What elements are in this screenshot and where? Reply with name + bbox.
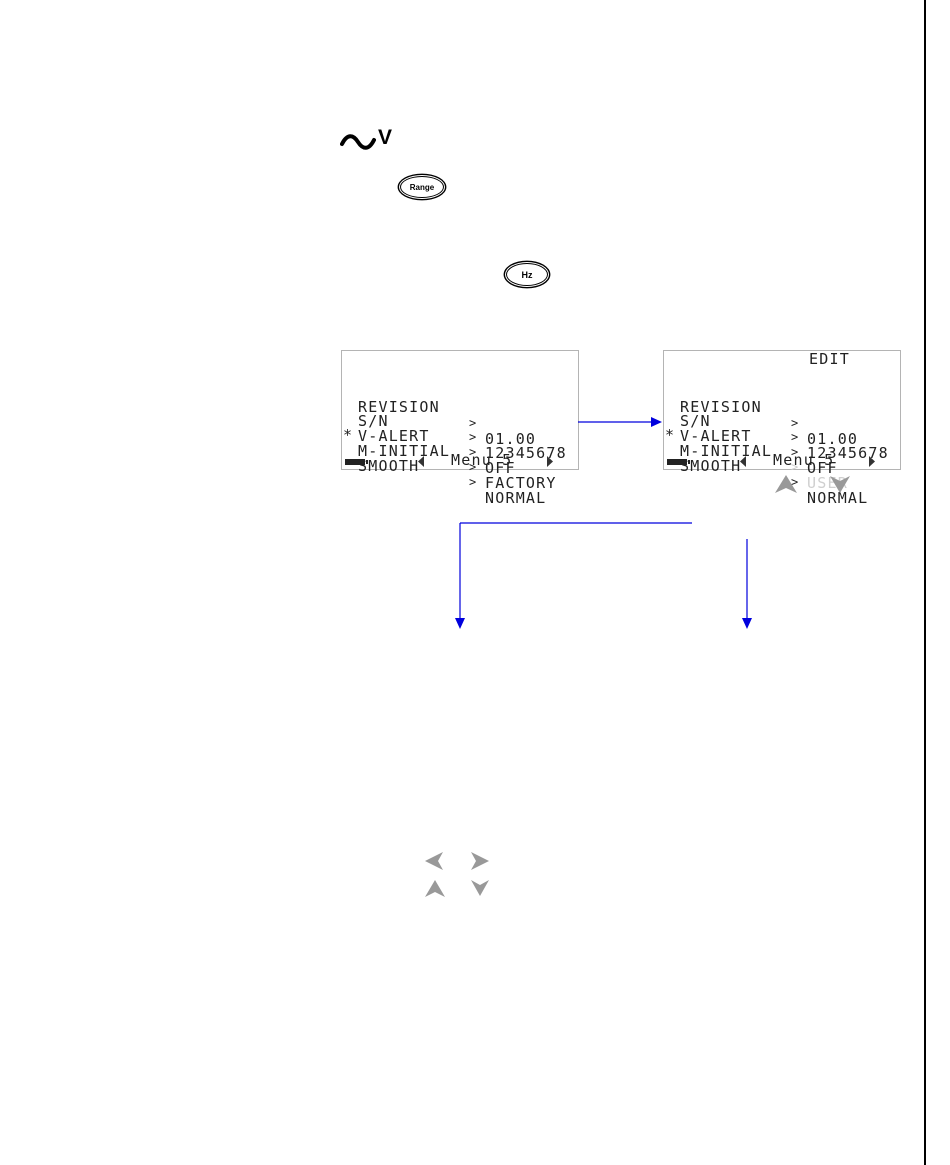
row-label: S/N (680, 412, 711, 430)
row-label: M-INITIAL (680, 442, 773, 460)
ac-sine-icon (340, 134, 376, 150)
lcd-footer: Menu 5 (664, 451, 900, 469)
ac-voltage-symbol: V (340, 126, 400, 154)
menu-left-icon (740, 456, 746, 467)
row-marker: * (343, 426, 354, 444)
menu-right-icon (547, 456, 553, 467)
row-value: FACTORY (485, 474, 557, 492)
battery-icon (345, 459, 368, 465)
lcd-row: REVISION > 01.00 (342, 367, 535, 447)
up-arrow-icon (425, 880, 445, 897)
chevron-right-icon: > (791, 475, 800, 489)
chevron-right-icon: > (469, 475, 478, 489)
chevron-right-icon: > (469, 460, 478, 474)
arrow-head (742, 618, 752, 629)
row-label: M-INITIAL (358, 442, 451, 460)
lcd-footer: Menu 5 (342, 451, 578, 469)
row-label: V-ALERT (358, 427, 430, 445)
row-label: SMOOTH (358, 457, 420, 475)
row-value: OFF (807, 459, 838, 477)
left-arrow-icon (425, 852, 443, 870)
volt-symbol: V (378, 126, 393, 149)
range-key-icon: Range (400, 176, 444, 198)
row-value: 01.00 (807, 430, 859, 448)
lcd-row: REVISION > 01.00 (664, 367, 857, 447)
row-value: OFF (485, 459, 516, 477)
row-label: V-ALERT (680, 427, 752, 445)
row-label: SMOOTH (680, 457, 742, 475)
menu-label: Menu 5 (773, 451, 835, 469)
down-arrow-icon (471, 880, 489, 896)
menu-right-icon (869, 456, 875, 467)
lcd-screen-before: REVISION > 01.00 S/N > 12345678 V-ALERT … (341, 350, 579, 506)
lcd-row: V-ALERT > OFF (664, 396, 837, 476)
lcd-row: SMOOTH > NORMAL (342, 426, 545, 506)
row-label: S/N (358, 412, 389, 430)
lcd-row: * M-INITIAL > FACTORY (342, 411, 555, 491)
row-label: REVISION (358, 398, 440, 416)
arrow-head (651, 417, 662, 427)
battery-icon (667, 459, 690, 465)
row-value: 12345678 (807, 444, 889, 462)
lcd-screen-after: EDIT REVISION > 01.00 S/N > 12345678 V-A… (663, 350, 901, 506)
edit-header: EDIT (809, 350, 850, 368)
menu-label: Menu 5 (451, 451, 513, 469)
chevron-right-icon: > (791, 460, 800, 474)
row-marker: * (665, 426, 676, 444)
row-value: 12345678 (485, 444, 567, 462)
down-arrow-icon (830, 476, 850, 493)
row-value: NORMAL (807, 489, 869, 507)
lcd-row: * M-INITIAL > USER (664, 411, 847, 491)
lcd-row: SMOOTH > NORMAL (664, 426, 867, 506)
hz-key-icon: Hz (506, 263, 548, 286)
arrow-head (455, 618, 465, 629)
row-label: REVISION (680, 398, 762, 416)
lcd-row: V-ALERT > OFF (342, 396, 515, 476)
page-edge-line (924, 0, 926, 1165)
chevron-right-icon: > (469, 416, 478, 430)
chevron-right-icon: > (469, 430, 478, 444)
menu-left-icon (418, 456, 424, 467)
up-arrow-icon (775, 475, 797, 493)
lcd-row: S/N > 12345678 (342, 381, 566, 461)
chevron-right-icon: > (469, 445, 478, 459)
chevron-right-icon: > (791, 445, 800, 459)
chevron-right-icon: > (791, 416, 800, 430)
right-arrow-icon (471, 852, 489, 870)
row-value: 01.00 (485, 430, 537, 448)
lcd-row: S/N > 12345678 (664, 381, 888, 461)
chevron-right-icon: > (791, 430, 800, 444)
row-value: NORMAL (485, 489, 547, 507)
